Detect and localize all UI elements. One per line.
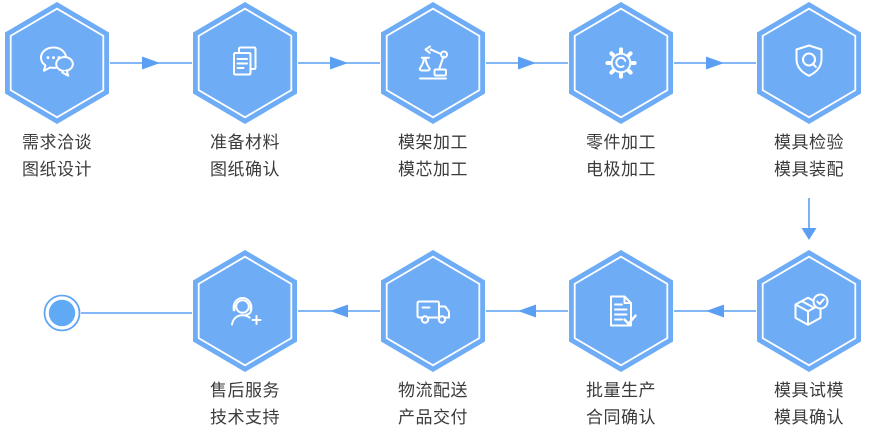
step-label-2: 准备材料 图纸确认 bbox=[170, 130, 320, 184]
step-node-3 bbox=[380, 1, 486, 125]
hexagon-shape bbox=[569, 2, 673, 124]
step-label-line2: 模具装配 bbox=[774, 160, 844, 180]
step-label-9: 售后服务 技术支持 bbox=[170, 378, 320, 432]
arrow-right-connector bbox=[674, 56, 756, 70]
step-label-5: 模具检验 模具装配 bbox=[734, 130, 880, 184]
hexagon-shape bbox=[381, 250, 485, 372]
shield-quality-icon bbox=[795, 44, 823, 77]
step-label-line2: 图纸确认 bbox=[210, 160, 280, 180]
hexagon-shape bbox=[193, 2, 297, 124]
gear-icon bbox=[605, 47, 637, 79]
step-label-1: 需求洽谈 图纸设计 bbox=[0, 130, 132, 184]
end-circle-node bbox=[43, 294, 81, 332]
arrow-left-connector bbox=[486, 304, 568, 318]
step-node-5 bbox=[756, 1, 862, 125]
step-label-line1: 模具检验 bbox=[774, 133, 844, 153]
hexagon-shape bbox=[569, 250, 673, 372]
step-node-1 bbox=[4, 1, 110, 125]
step-node-4 bbox=[568, 1, 674, 125]
truck-icon bbox=[416, 300, 450, 324]
step-label-line1: 模架加工 bbox=[398, 133, 468, 153]
step-node-7 bbox=[568, 249, 674, 373]
step-label-line2: 技术支持 bbox=[210, 408, 280, 428]
step-node-2 bbox=[192, 1, 298, 125]
hexagon-shape bbox=[5, 2, 109, 124]
step-label-3: 模架加工 模芯加工 bbox=[358, 130, 508, 184]
package-check-icon bbox=[794, 293, 829, 326]
step-label-6: 模具试模 模具确认 bbox=[734, 378, 880, 432]
chat-icon bbox=[40, 46, 74, 77]
step-label-line2: 电极加工 bbox=[586, 160, 656, 180]
headset-support-icon bbox=[231, 297, 262, 326]
hexagon-shape bbox=[757, 250, 861, 372]
step-node-9 bbox=[192, 249, 298, 373]
step-label-line2: 模芯加工 bbox=[398, 160, 468, 180]
arrow-right-connector bbox=[486, 56, 568, 70]
document-check-icon bbox=[610, 295, 637, 327]
step-label-line1: 准备材料 bbox=[210, 133, 280, 153]
arrow-left-connector bbox=[298, 304, 380, 318]
hexagon-shape bbox=[757, 2, 861, 124]
step-label-line1: 批量生产 bbox=[586, 381, 656, 401]
arrow-right-connector bbox=[110, 56, 192, 70]
step-label-7: 批量生产 合同确认 bbox=[546, 378, 696, 432]
hexagon-shape bbox=[193, 250, 297, 372]
step-label-line2: 合同确认 bbox=[586, 408, 656, 428]
step-label-8: 物流配送 产品交付 bbox=[358, 378, 508, 432]
arrow-left-connector bbox=[674, 304, 756, 318]
step-node-8 bbox=[380, 249, 486, 373]
step-node-6 bbox=[756, 249, 862, 373]
arrow-down-connector bbox=[801, 198, 817, 240]
step-label-line2: 图纸设计 bbox=[22, 160, 92, 180]
step-label-4: 零件加工 电极加工 bbox=[546, 130, 696, 184]
arrow-right-connector bbox=[298, 56, 380, 70]
step-label-line1: 需求洽谈 bbox=[22, 133, 92, 153]
step-label-line2: 产品交付 bbox=[398, 408, 468, 428]
hexagon-shape bbox=[381, 2, 485, 124]
step-label-line1: 售后服务 bbox=[210, 381, 280, 401]
documents-icon bbox=[233, 46, 257, 76]
robot-arm-icon bbox=[418, 45, 448, 80]
step-label-line2: 模具确认 bbox=[774, 408, 844, 428]
step-label-line1: 模具试模 bbox=[774, 381, 844, 401]
step-label-line1: 零件加工 bbox=[586, 133, 656, 153]
step-label-line1: 物流配送 bbox=[398, 381, 468, 401]
line-connector bbox=[81, 312, 192, 314]
